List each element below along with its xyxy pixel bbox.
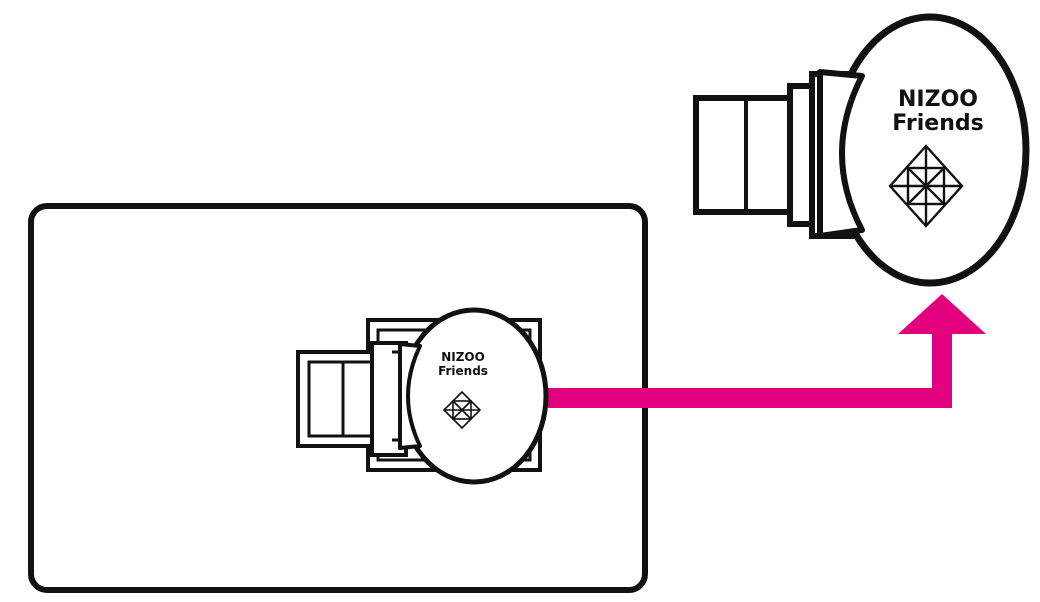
- diamond-emblem-icon: [442, 390, 482, 430]
- plug-outer: [296, 350, 384, 448]
- brand-line1-small: NIZOO: [441, 350, 485, 364]
- egg-cap: [398, 342, 422, 450]
- egg-cap-large: [817, 69, 865, 239]
- figure-detached: NIZOO Friends: [693, 13, 1030, 287]
- egg-body: [399, 307, 549, 485]
- brand-line2-large: Friends: [892, 111, 983, 136]
- direction-arrow: [548, 294, 986, 408]
- brand-line2-small: Friends: [438, 364, 488, 378]
- arrow-shaft: [548, 330, 952, 408]
- diamond-emblem-large-icon: [888, 144, 964, 228]
- figure-inserted: NIZOO Friends: [296, 307, 549, 485]
- arrow-head: [898, 294, 986, 334]
- brand-line1-large: NIZOO: [898, 87, 978, 112]
